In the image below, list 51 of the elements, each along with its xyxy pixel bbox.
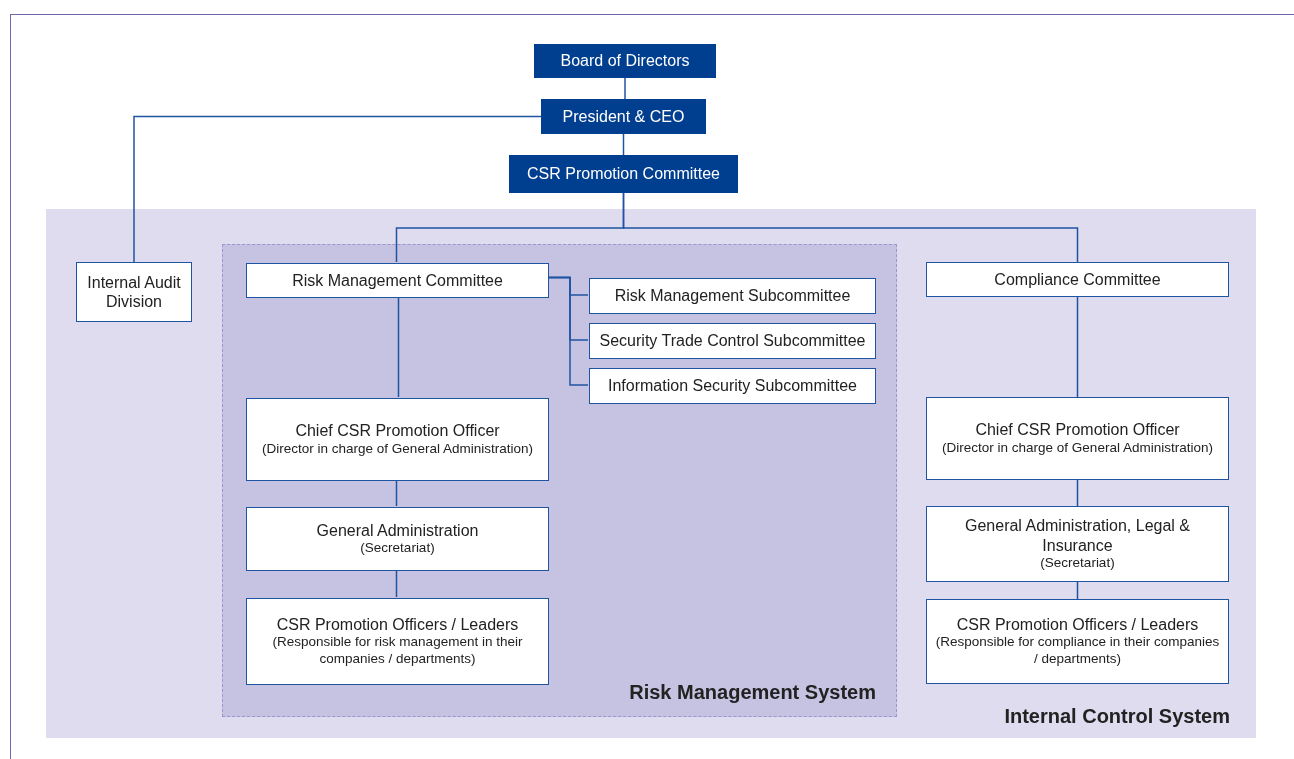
box-label: CSR Promotion Officers / Leaders — [275, 615, 520, 635]
org-box — [246, 507, 549, 571]
org-box — [926, 599, 1229, 684]
connector-line — [395, 569, 398, 598]
region-heading: Internal Control System — [1004, 705, 1230, 728]
system-region — [222, 244, 897, 717]
box-label: CSR Promotion Officers / Leaders — [955, 615, 1200, 635]
connector-line — [395, 479, 398, 507]
org-box — [589, 368, 876, 404]
box-note: (Responsible for risk management in their companies / departments) — [271, 634, 524, 668]
region-heading: Risk Management System — [629, 681, 876, 704]
org-box — [926, 506, 1229, 582]
connector-line — [133, 115, 542, 263]
box-label: Compliance Committee — [993, 269, 1162, 290]
box-label: President & CEO — [561, 106, 686, 127]
title-box — [534, 44, 716, 78]
box-label: Board of Directors — [559, 51, 691, 71]
box-note: (Secretariat) — [1039, 554, 1116, 572]
org-box — [926, 262, 1229, 297]
connector-line — [397, 296, 400, 398]
org-box — [589, 278, 876, 314]
connector-line — [1076, 479, 1079, 507]
connector-line — [1076, 296, 1079, 398]
org-box — [246, 398, 549, 481]
connector-line — [1076, 581, 1079, 600]
org-box — [926, 397, 1229, 480]
org-box — [246, 263, 549, 298]
system-region — [46, 209, 1256, 738]
box-note: (Responsible for compliance in their companies / departments) — [934, 634, 1221, 668]
box-label: CSR Promotion Committee — [526, 164, 721, 184]
box-note: (Director in charge of General Administration) — [261, 440, 534, 458]
org-box — [589, 323, 876, 359]
connector-line — [624, 77, 626, 100]
connector-line — [547, 276, 589, 386]
box-label: General Administration — [315, 520, 480, 541]
box-note: (Director in charge of General Administration) — [941, 439, 1214, 457]
box-label: General Administration, Legal & Insurance — [964, 516, 1191, 555]
box-label: Security Trade Control Subcommittee — [598, 331, 867, 351]
title-box — [509, 155, 738, 193]
box-label: Chief CSR Promotion Officer — [974, 420, 1181, 440]
connector-line — [622, 192, 1079, 263]
connector-line — [622, 133, 625, 156]
title-box — [541, 99, 706, 134]
box-label: Chief CSR Promotion Officer — [294, 421, 501, 441]
box-label: Information Security Subcommittee — [607, 376, 858, 396]
org-box — [76, 262, 192, 322]
box-note: (Secretariat) — [359, 540, 436, 558]
org-box — [246, 598, 549, 685]
box-label: Internal Audit Division — [86, 272, 182, 312]
box-label: Risk Management Subcommittee — [613, 286, 852, 306]
box-label: Risk Management Committee — [291, 270, 504, 291]
